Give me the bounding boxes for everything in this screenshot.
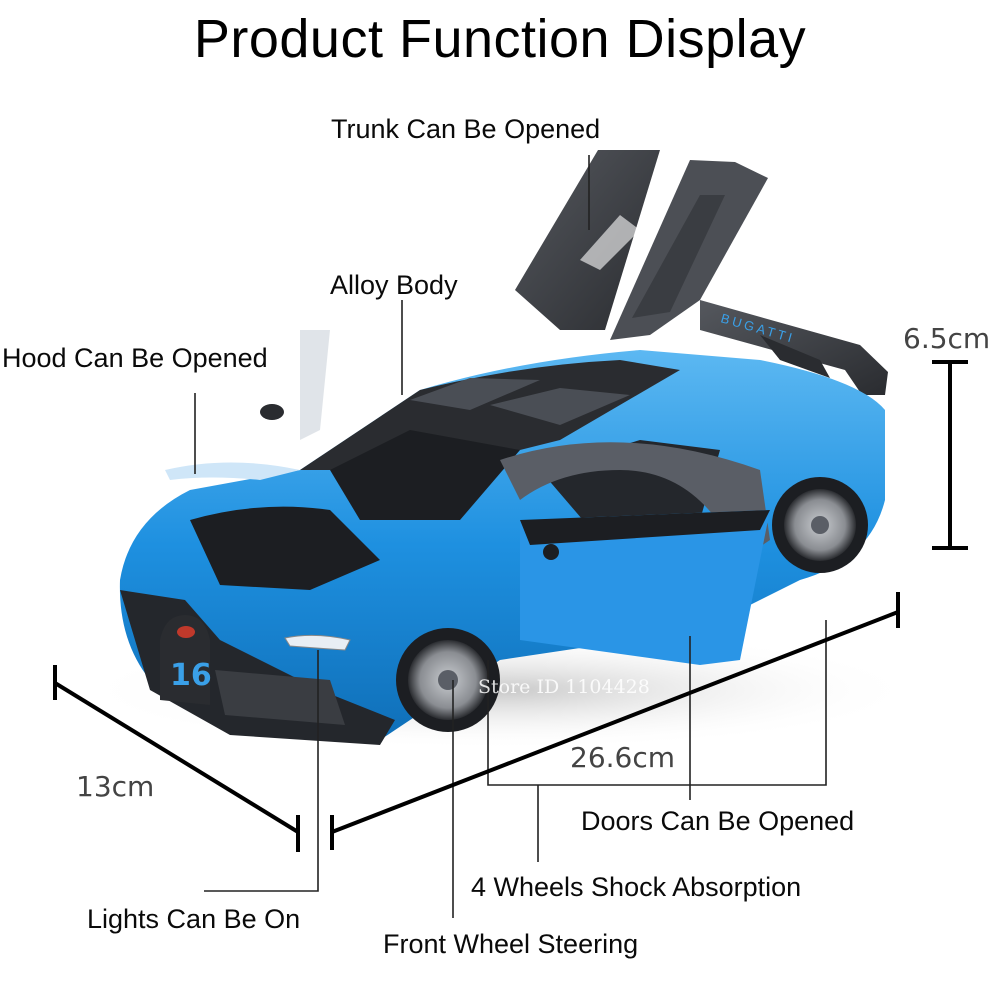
label-shock-absorption: 4 Wheels Shock Absorption xyxy=(471,872,802,902)
label-lights: Lights Can Be On xyxy=(87,904,301,934)
length-dim-line xyxy=(331,610,899,834)
front-wheel xyxy=(396,628,500,732)
label-front-wheel-steering: Front Wheel Steering xyxy=(383,929,639,959)
trunk-lid xyxy=(515,150,768,340)
dimension-length: 26.6cm xyxy=(570,741,676,774)
label-doors: Doors Can Be Opened xyxy=(581,806,855,836)
rear-wheel xyxy=(772,477,868,573)
car-body: 16 xyxy=(119,330,886,745)
width-dim-line xyxy=(53,681,300,834)
page-title: Product Function Display xyxy=(193,9,807,69)
store-watermark: Store ID 1104428 xyxy=(478,676,650,698)
leader-lines xyxy=(194,155,827,918)
svg-text:16: 16 xyxy=(170,658,212,693)
label-hood: Hood Can Be Opened xyxy=(2,343,268,373)
label-alloy-body: Alloy Body xyxy=(330,270,458,300)
dimension-height: 6.5cm xyxy=(903,322,991,355)
dimension-width: 13cm xyxy=(76,770,155,803)
lights-leader xyxy=(204,650,319,892)
dimension-lines xyxy=(53,360,968,852)
label-trunk: Trunk Can Be Opened xyxy=(331,114,601,144)
shock-bracket xyxy=(487,620,827,786)
